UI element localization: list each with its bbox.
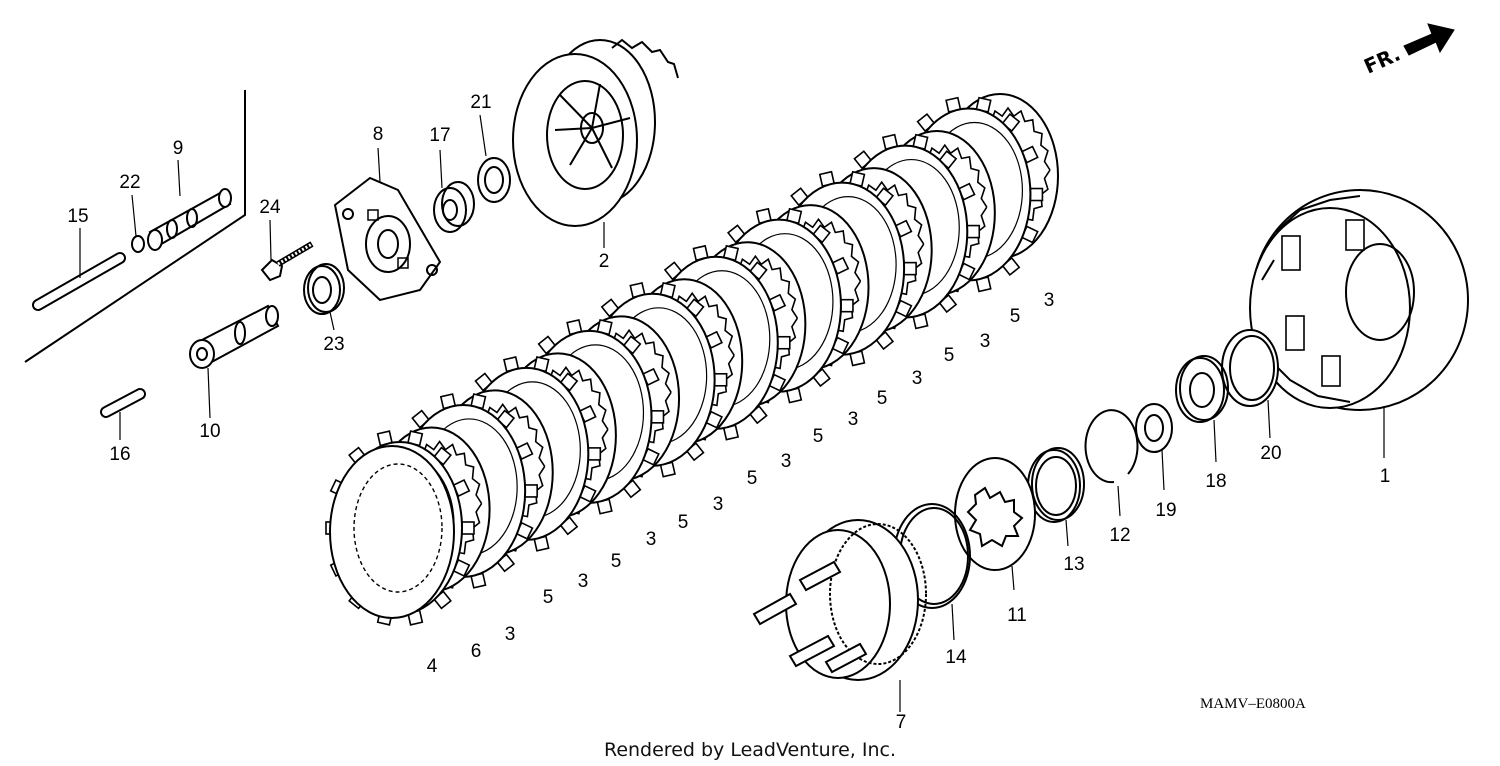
callout-18: 18 [1205,471,1226,492]
callout-5-f: 5 [877,388,888,409]
part-18-lock-nut [1175,355,1229,463]
callout-14: 14 [945,647,967,668]
callout-9: 9 [173,138,184,159]
part-4-front-friction-disc [329,445,455,619]
callout-24: 24 [259,197,281,218]
callout-3-h: 3 [980,331,991,352]
callout-5-e: 5 [813,426,824,447]
part-23-bearing [303,263,345,331]
part-1-clutch-outer [1249,189,1469,458]
callout-4: 4 [427,656,438,677]
callout-8: 8 [373,124,384,145]
callout-7: 7 [896,712,907,733]
part-12-snap-ring [1084,409,1139,517]
callout-19: 19 [1155,500,1176,521]
part-7-clutch-center [752,519,927,712]
part-21-thrust-washer [477,114,511,203]
front-arrow-icon [1403,23,1455,56]
render-credit: Rendered by LeadVenture, Inc. [604,739,896,761]
section-divider [24,90,246,363]
callout-21: 21 [470,92,491,113]
callout-3-a: 3 [505,624,516,645]
callout-5-a: 5 [543,587,554,608]
part-17-collar [433,149,475,233]
callout-3-f: 3 [848,409,859,430]
callout-1: 1 [1380,466,1391,487]
callout-17: 17 [429,125,450,146]
diagram-code: MAMV–E0800A [1200,696,1306,712]
callout-5-g: 5 [944,345,955,366]
callout-3-b: 3 [578,571,589,592]
callout-5-d: 5 [747,468,758,489]
part-9-lifter-piece [147,159,232,251]
front-direction-label: FR. [1360,42,1404,79]
callout-10: 10 [199,421,220,442]
part-8-lifter-plate [333,147,442,302]
part-13-spring-seat [1027,447,1085,547]
callout-5-b: 5 [611,551,622,572]
callout-6: 6 [471,641,482,662]
callout-22: 22 [119,172,140,193]
callout-16: 16 [109,444,130,465]
callout-3-d: 3 [713,494,724,515]
part-24-bolt [260,219,314,282]
callout-labels: 15 22 9 24 8 17 21 2 23 10 16 4 6 3 5 3 … [67,92,1390,733]
part-2-pressure-plate [512,38,679,248]
callout-23: 23 [323,334,344,355]
callout-5-h: 5 [1010,306,1021,327]
callout-5-c: 5 [678,512,689,533]
callout-3-g: 3 [912,368,923,389]
callout-3-i: 3 [1044,290,1055,311]
callout-20: 20 [1260,443,1281,464]
callout-11: 11 [1007,605,1027,626]
callout-3-e: 3 [781,451,792,472]
part-19-spring-washer [1135,403,1173,491]
part-16-pin [100,388,146,440]
part-15-pushrod [32,228,126,311]
callout-15: 15 [67,206,88,227]
clutch-disc-stack [325,93,1059,626]
part-20-thrust-washer [1221,329,1279,439]
front-direction-indicator: FR. [1360,23,1455,79]
callout-13: 13 [1063,554,1084,575]
part-10-lifter-shaft [189,304,280,419]
callout-12: 12 [1109,525,1130,546]
part-22-washer [131,194,145,253]
callout-2: 2 [599,251,610,272]
callout-3-c: 3 [646,529,657,550]
